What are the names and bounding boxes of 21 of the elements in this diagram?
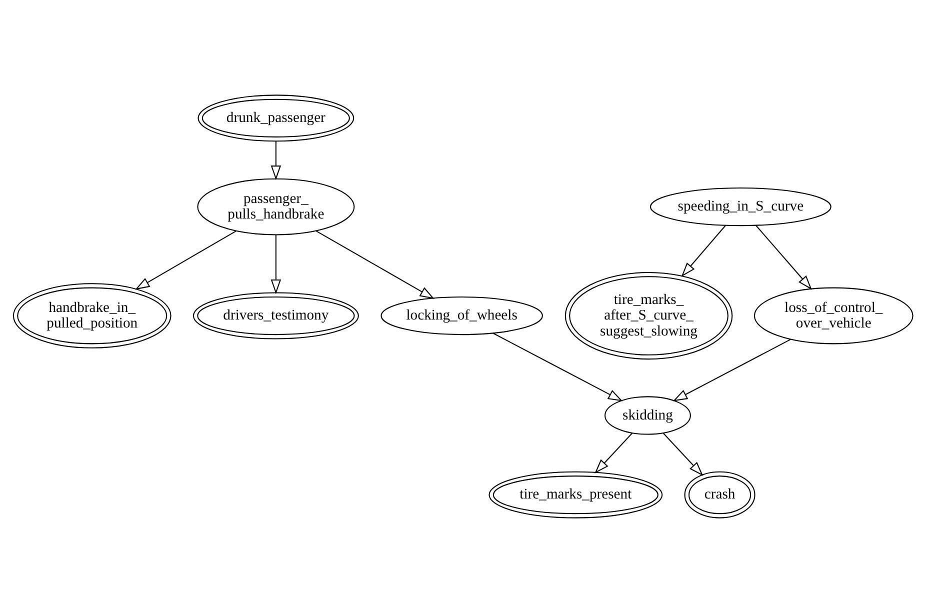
- node-ellipse: locking_of_wheels: [380, 296, 542, 335]
- node-ellipse: passenger_ pulls_handbrake: [196, 178, 354, 235]
- node-ellipse: drunk_passenger: [197, 94, 354, 142]
- node-ellipse: drivers_testimony: [192, 292, 358, 339]
- node-ellipse: tire_marks_ after_S_curve_ suggest_slowing: [564, 271, 732, 360]
- arrow: [662, 432, 703, 476]
- node-ellipse: handbrake_in_ pulled_position: [12, 282, 171, 348]
- arrow: [594, 432, 632, 474]
- node-ellipse: crash: [684, 470, 755, 518]
- arrow: [134, 230, 236, 290]
- arrow: [316, 230, 434, 298]
- node-ellipse: speeding_in_S_curve: [649, 186, 831, 226]
- arrow: [755, 224, 812, 290]
- arrow: [270, 140, 281, 180]
- arrow: [492, 332, 622, 401]
- node-ellipse: tire_marks_present: [488, 470, 662, 518]
- node-ellipse: skidding: [604, 396, 690, 434]
- arrow: [680, 224, 726, 276]
- arrow: [672, 338, 790, 401]
- node-ellipse: loss_of_control_ over_vehicle: [753, 286, 913, 344]
- arrow: [270, 234, 281, 294]
